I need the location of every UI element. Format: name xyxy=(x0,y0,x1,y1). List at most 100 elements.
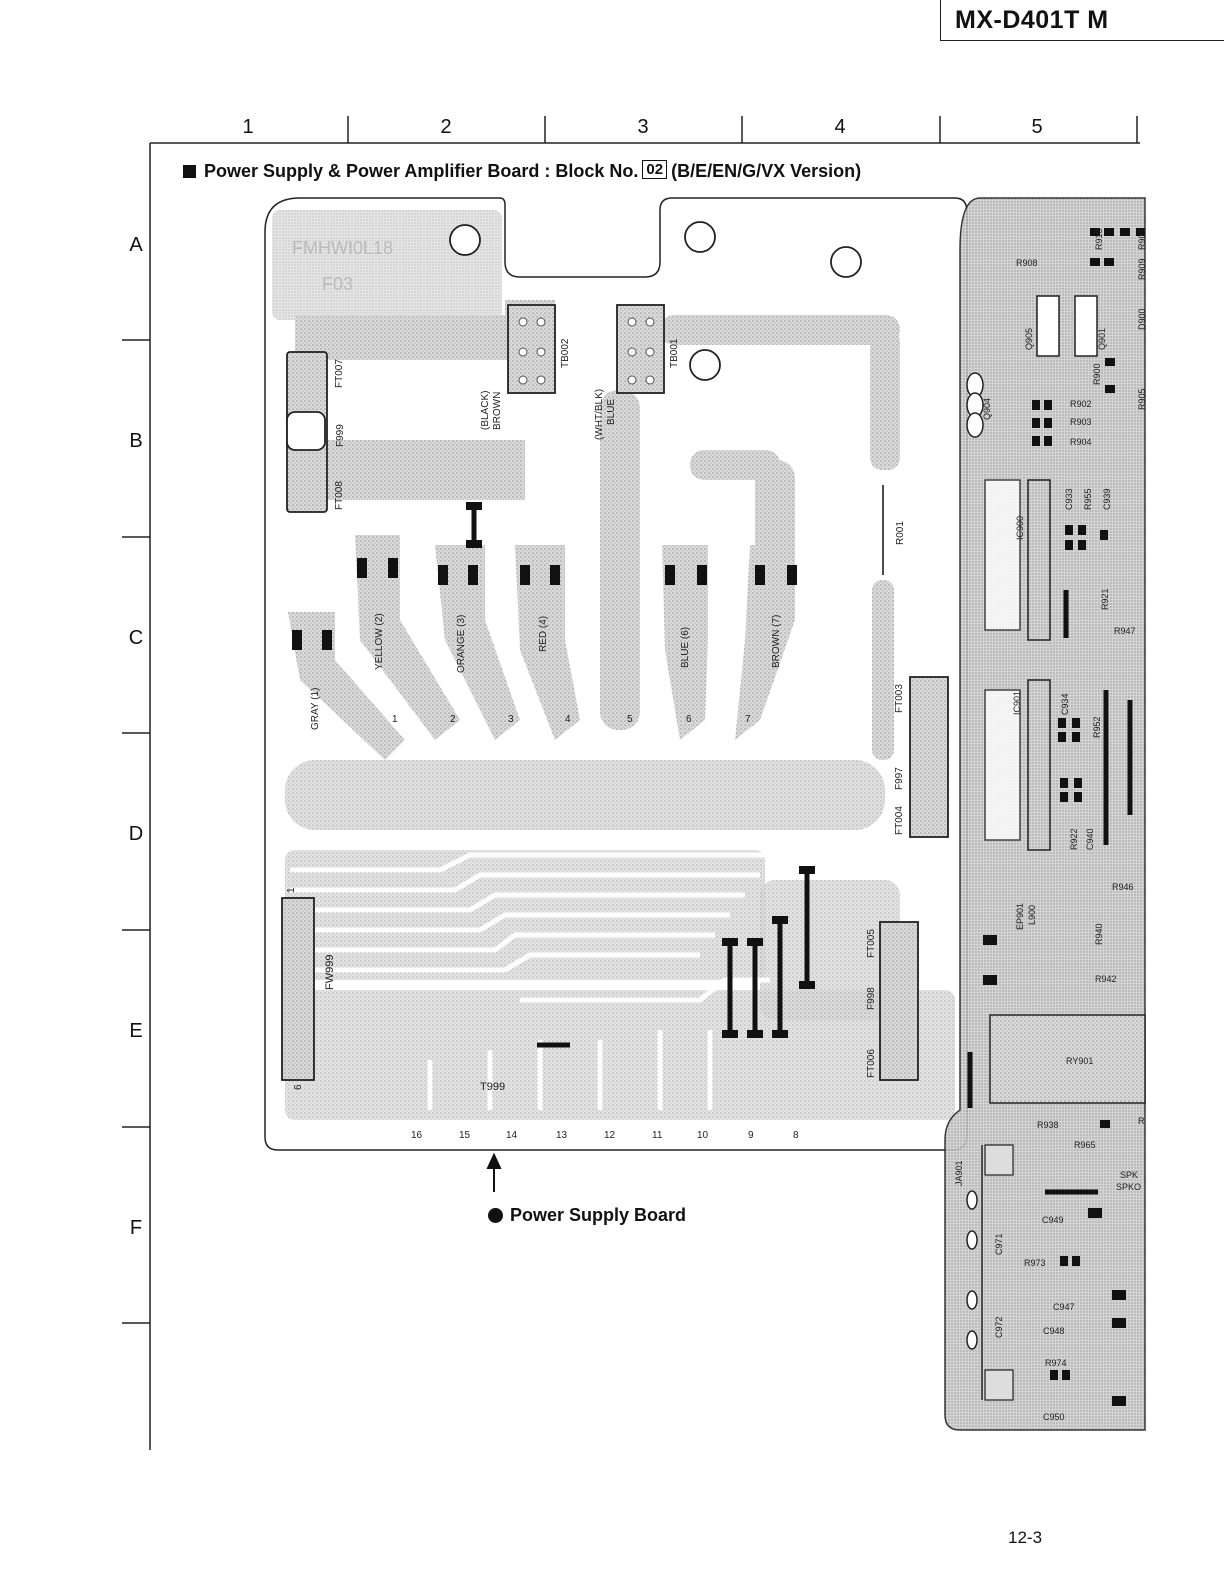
fuse-part-label: FT008 xyxy=(334,481,345,510)
grid-row-d: D xyxy=(128,823,144,845)
fuse-part-label: F997 xyxy=(894,767,905,790)
pad-number: 15 xyxy=(459,1130,471,1141)
wire-label: (BLACK) xyxy=(480,391,491,430)
wire-color-label: ORANGE (3) xyxy=(456,615,467,673)
amp-board-label: C934 xyxy=(1060,693,1070,715)
amplifier-board xyxy=(944,197,1146,1431)
pad-number: 14 xyxy=(506,1130,518,1141)
grid-col-3: 3 xyxy=(637,116,649,138)
amp-board-label: R903 xyxy=(1070,417,1092,427)
pad-number: 7 xyxy=(745,714,751,725)
pad-number: 8 xyxy=(793,1130,799,1141)
title-prefix: Power Supply & Power Amplifier Board : B… xyxy=(204,161,639,181)
amp-board-label: JA901 xyxy=(954,1160,964,1186)
amp-board-label: R910 xyxy=(1094,228,1104,250)
amp-board-label: Q904 xyxy=(982,398,992,420)
amp-board-label: C940 xyxy=(1085,828,1095,850)
terminal-pins xyxy=(518,317,655,385)
amp-board-label: R946 xyxy=(1112,882,1134,892)
amp-board-label: SPKO xyxy=(1116,1182,1141,1192)
grid-frame xyxy=(122,116,1140,1450)
grid-row-f: F xyxy=(129,1217,143,1239)
wire-color-label: BROWN (7) xyxy=(771,615,782,668)
wire-label: BLUE xyxy=(606,399,617,425)
amp-board-label: R938 xyxy=(1037,1120,1059,1130)
amp-board-label: R901 xyxy=(1137,228,1147,250)
amp-board-label: C972 xyxy=(994,1316,1004,1338)
amp-board-label: R942 xyxy=(1095,974,1117,984)
pad-number: 5 xyxy=(627,714,633,725)
wire-label: (WHT/BLK) xyxy=(594,389,605,440)
wire-label: BROWN xyxy=(492,392,503,430)
wire-color-label: RED (4) xyxy=(538,616,549,652)
title-suffix: (B/E/EN/G/VX Version) xyxy=(671,161,862,181)
block-number-box: 02 xyxy=(642,160,668,179)
amp-board-label: R952 xyxy=(1092,716,1102,738)
bullet-dot-icon xyxy=(488,1208,503,1223)
amp-board-label: C948 xyxy=(1043,1326,1065,1336)
grid-col-2: 2 xyxy=(440,116,452,138)
grid-row-e: E xyxy=(129,1020,143,1042)
amp-board-label: R921 xyxy=(1100,588,1110,610)
board-marking-2: F03 xyxy=(322,274,353,294)
amp-board-label: R973 xyxy=(1024,1258,1046,1268)
amp-board-label: C949 xyxy=(1042,1215,1064,1225)
wire-solder-pads xyxy=(292,558,797,650)
pad-number: 9 xyxy=(748,1130,754,1141)
board-title: Power Supply & Power Amplifier Board : B… xyxy=(183,160,861,182)
wire-color-label: BLUE (6) xyxy=(680,627,691,668)
pad-number: 3 xyxy=(508,714,514,725)
fuse-part-label: FT006 xyxy=(866,1049,877,1078)
pad-number: 6 xyxy=(686,714,692,725)
board-marking-1: FMHWI0L18 xyxy=(292,238,393,258)
resistor-label: R001 xyxy=(895,521,906,545)
grid-col-5: 5 xyxy=(1031,116,1043,138)
amp-board-label: C947 xyxy=(1053,1302,1075,1312)
amp-board-label: D900 xyxy=(1137,308,1147,330)
amp-board-label: R947 xyxy=(1114,626,1136,636)
terminal-label: TB002 xyxy=(560,338,571,368)
jumper-ends xyxy=(466,502,815,1038)
arrow-up-icon xyxy=(486,1152,502,1192)
connector-label: FW999 xyxy=(324,955,336,990)
amp-board-label: C971 xyxy=(994,1233,1004,1255)
grid-row-c: C xyxy=(128,627,144,649)
model-header-box xyxy=(940,0,1224,41)
terminal-blocks xyxy=(281,304,949,1081)
connector-pin: 6 xyxy=(293,1084,304,1090)
fuse-part-label: F999 xyxy=(335,424,346,447)
model-number: MX-D401T M xyxy=(955,6,1109,34)
grid-col-1: 1 xyxy=(242,116,254,138)
amp-board-label: Q905 xyxy=(1024,328,1034,350)
amp-board-label: R909 xyxy=(1137,258,1147,280)
board-labels: FMHWI0L18 F03 xyxy=(292,238,393,294)
pad-number: 12 xyxy=(604,1130,616,1141)
wire-pad-strands xyxy=(288,535,795,760)
amp-board-label: R xyxy=(1138,1116,1145,1126)
fuse-part-label: FT005 xyxy=(866,929,877,958)
jumpers xyxy=(471,505,810,1048)
fuse-part-label: FT003 xyxy=(894,684,905,713)
amp-board-label: R904 xyxy=(1070,437,1092,447)
amp-board-label: R965 xyxy=(1074,1140,1096,1150)
amp-board-label: R940 xyxy=(1094,923,1104,945)
amp-board-label: IC900 xyxy=(1015,516,1025,540)
amp-board-label: SPK xyxy=(1120,1170,1138,1180)
fuse-part-label: F998 xyxy=(866,987,877,1010)
pad-number: 11 xyxy=(652,1130,663,1141)
connector-pin: 1 xyxy=(286,887,297,893)
fuse-part-label: FT004 xyxy=(894,806,905,835)
wire-color-label: GRAY (1) xyxy=(310,688,321,730)
amp-board-label: RY901 xyxy=(1066,1056,1093,1066)
trace-channels xyxy=(290,852,780,1110)
pad-number: 4 xyxy=(565,714,571,725)
grid-col-4: 4 xyxy=(834,116,846,138)
power-supply-board-label: Power Supply Board xyxy=(488,1205,686,1226)
pad-number: 2 xyxy=(450,714,456,725)
amp-board-label: C933 xyxy=(1064,488,1074,510)
amp-board-label: EP901 xyxy=(1015,903,1025,930)
pad-number: 16 xyxy=(411,1130,423,1141)
amp-board-label: R905 xyxy=(1137,388,1147,410)
